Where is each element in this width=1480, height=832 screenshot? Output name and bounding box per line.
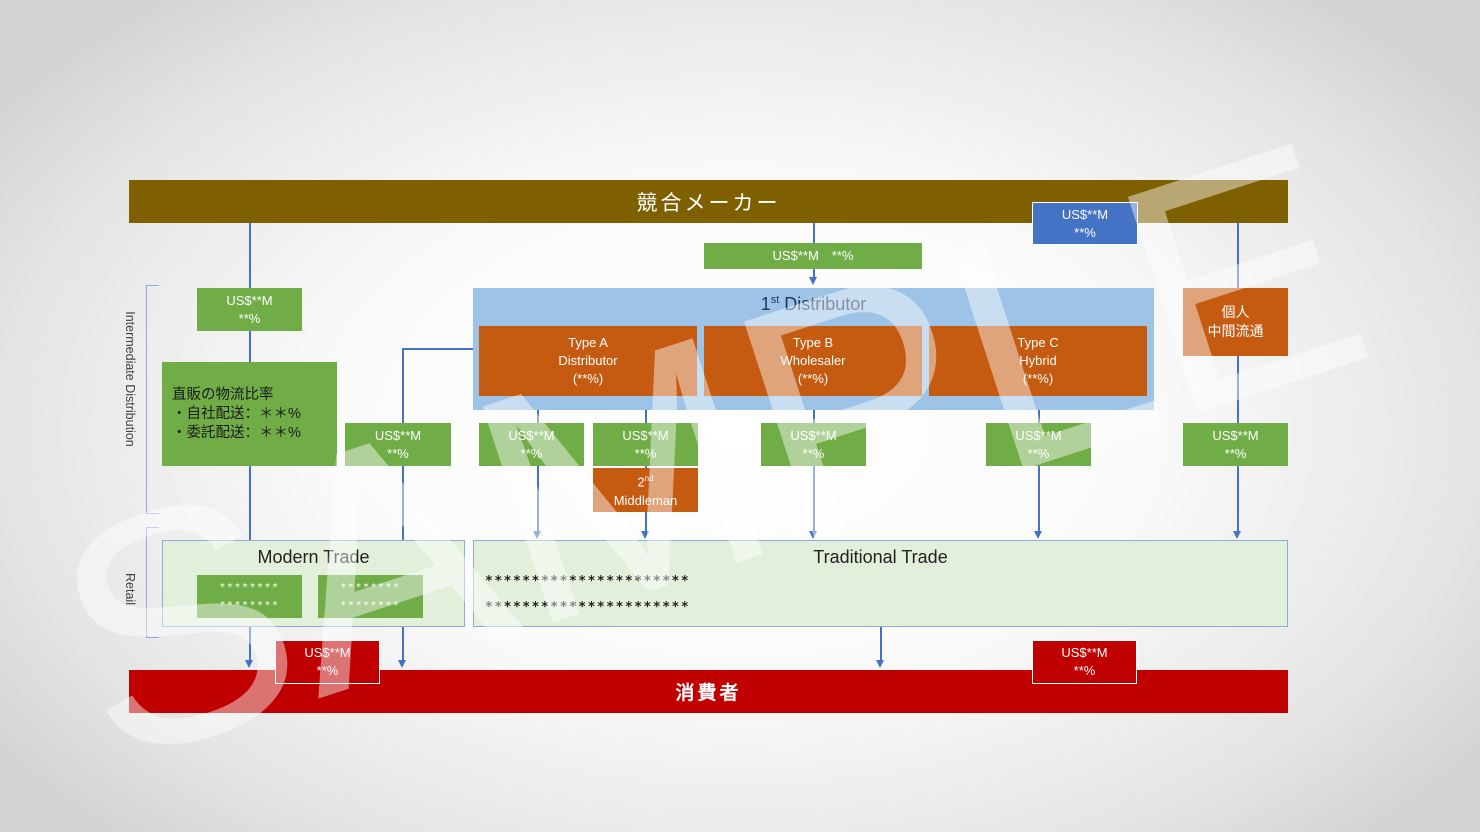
- flow-modern-consumer: US$**M **%: [275, 640, 380, 684]
- flow-type-b: US$**M **%: [761, 423, 866, 466]
- flow-amount: US$**M: [1212, 427, 1259, 443]
- arrow-down-icon: [809, 277, 817, 285]
- modern-trade-channel: ******** ********: [318, 575, 423, 618]
- rank-sup: nd: [644, 474, 654, 484]
- flow-percent: **%: [520, 445, 543, 461]
- type-name: Distributor: [558, 353, 618, 368]
- arrow-down-icon: [641, 531, 649, 539]
- arrow-down-icon: [876, 660, 884, 668]
- flow-percent: **%: [1073, 663, 1096, 678]
- flow-amount: US$**M: [1015, 427, 1062, 443]
- traditional-trade-panel: [473, 540, 1288, 627]
- consumer-label: 消費者: [675, 683, 742, 704]
- rank-number: 2: [637, 474, 645, 490]
- flow-value: US$**M **%: [772, 248, 854, 263]
- logistics-outsourced-delivery: ・委託配送：＊＊%: [172, 424, 301, 441]
- traditional-trade-line: **********************: [485, 574, 691, 589]
- type-share: (**%): [572, 371, 604, 386]
- flow-percent: **%: [1074, 224, 1096, 240]
- retail-section-label: Retail: [123, 573, 137, 605]
- individual-label: 個人: [1221, 304, 1250, 320]
- flow-amount: US$**M: [304, 645, 351, 660]
- flow-amount: US$**M: [790, 427, 837, 443]
- modern-trade-title: Modern Trade: [257, 547, 370, 567]
- channel-line: ********: [340, 581, 401, 593]
- connector-line: [1237, 223, 1239, 531]
- type-share: (**%): [797, 371, 829, 386]
- direct-logistics-ratio: 直販の物流比率 ・自社配送：＊＊% ・委託配送：＊＊%: [162, 362, 337, 466]
- title-number: 1: [760, 294, 771, 314]
- flow-individual: US$**M **%: [1183, 423, 1288, 466]
- middleman-label: Middleman: [613, 492, 678, 508]
- connector-line: [880, 627, 882, 660]
- arrow-down-icon: [398, 660, 406, 668]
- flow-amount: US$**M: [1061, 645, 1108, 660]
- flow-percent: **%: [387, 445, 409, 461]
- flow-percent: **%: [634, 445, 657, 461]
- flow-type-c: US$**M **%: [986, 423, 1091, 466]
- channel-line: ********: [219, 599, 280, 611]
- type-a-distributor: Type A Distributor (**%): [479, 326, 697, 396]
- title-text: Distributor: [779, 294, 867, 314]
- flow-percent: **%: [238, 310, 261, 326]
- arrow-down-icon: [1233, 531, 1241, 539]
- arrow-down-icon: [245, 660, 253, 668]
- flow-direct-modern: US$**M **%: [345, 423, 451, 466]
- retail-bracket: [146, 527, 159, 638]
- type-c-hybrid: Type C Hybrid (**%): [929, 326, 1147, 396]
- flow-percent: **%: [1027, 445, 1050, 461]
- flow-percent: **%: [802, 445, 825, 461]
- type-label: Type A: [568, 335, 608, 350]
- channel-line: ********: [219, 581, 280, 593]
- competitor-maker-bar: 競合メーカー: [129, 180, 1288, 223]
- flow-amount: US$**M: [374, 427, 422, 443]
- modern-trade-channel: ******** ********: [197, 575, 302, 618]
- flow-amount: US$**M: [1061, 206, 1109, 222]
- flow-amount: US$**M: [508, 427, 555, 443]
- second-middleman: 2nd Middleman: [593, 468, 698, 512]
- arrow-down-icon: [809, 531, 817, 539]
- flow-percent: **%: [1224, 445, 1247, 461]
- middle-distribution-label: 中間流通: [1207, 323, 1264, 339]
- traditional-trade-line: **********************: [485, 600, 691, 615]
- flow-type-a-right: US$**M **%: [593, 423, 698, 466]
- logistics-title: 直販の物流比率: [172, 386, 274, 403]
- individual-middle-distribution: 個人 中間流通: [1183, 288, 1288, 356]
- arrow-down-icon: [533, 531, 541, 539]
- type-name: Wholesaler: [780, 353, 846, 368]
- type-name: Hybrid: [1019, 353, 1057, 368]
- type-label: Type C: [1017, 335, 1059, 350]
- flow-traditional-consumer: US$**M **%: [1032, 640, 1137, 684]
- arrow-down-icon: [1034, 531, 1042, 539]
- flow-amount: US$**M: [622, 427, 669, 443]
- logistics-own-delivery: ・自社配送：＊＊%: [172, 405, 301, 422]
- flow-direct-top: US$**M **%: [197, 288, 302, 331]
- maker-label: 競合メーカー: [636, 191, 781, 215]
- intermediate-bracket: [146, 285, 159, 514]
- middleman-rank: 2nd: [637, 470, 653, 491]
- flow-percent: **%: [316, 663, 339, 678]
- connector-line: [402, 348, 478, 350]
- flow-type-a-left: US$**M **%: [479, 423, 584, 466]
- type-share: (**%): [1022, 371, 1054, 386]
- flow-maker-blue: US$**M **%: [1032, 202, 1138, 245]
- title-sup: st: [770, 294, 780, 306]
- type-label: Type B: [792, 335, 834, 350]
- type-b-wholesaler: Type B Wholesaler (**%): [704, 326, 922, 396]
- connector-line: [402, 348, 404, 660]
- first-distributor-title: 1st Distributor: [473, 294, 1154, 315]
- traditional-trade-title: Traditional Trade: [813, 547, 948, 567]
- intermediate-section-label: Intermediate Distribution: [123, 311, 137, 447]
- flow-maker-to-distributor: US$**M **%: [704, 243, 922, 269]
- channel-line: ********: [340, 599, 401, 611]
- flow-amount: US$**M: [226, 292, 273, 308]
